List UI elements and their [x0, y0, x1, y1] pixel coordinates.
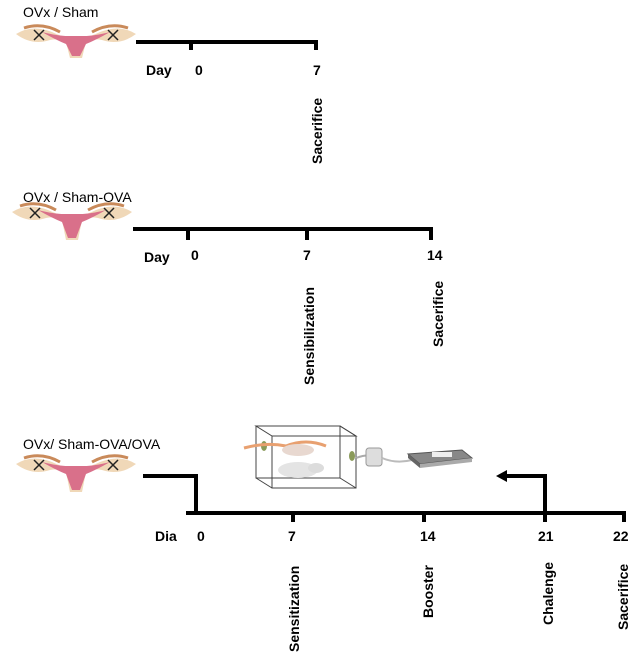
tick-label: 0 [197, 528, 205, 544]
event-label: Sensitization [286, 565, 302, 652]
tick-label: 14 [420, 528, 436, 544]
event-label: Sacerifice [615, 563, 631, 630]
group-label: OVx/ Sham-OVA/OVA [23, 436, 161, 452]
uterus-ovaries-icon [12, 202, 132, 240]
uterus-ovaries-icon [16, 24, 136, 58]
event-label: Booster [420, 565, 436, 618]
challenge-riser [505, 474, 547, 513]
tick-label: 0 [191, 247, 199, 263]
tick-label: 7 [288, 528, 296, 544]
event-label: Sensibilization [301, 286, 317, 385]
event-label: Sacerifice [430, 280, 446, 347]
axis-label: Dia [155, 528, 177, 544]
axis-label: Day [144, 249, 170, 265]
tick-label: 7 [313, 62, 321, 78]
tick-label: 14 [427, 247, 443, 263]
tick-label: 7 [303, 247, 311, 263]
tick-label: 0 [195, 62, 203, 78]
tick-label: 21 [538, 528, 554, 544]
nebulizer-icon [243, 425, 474, 489]
event-label: Chalenge [540, 561, 556, 625]
tick-label: 22 [613, 528, 629, 544]
challenge-arrowhead [496, 470, 507, 482]
uterus-ovaries-icon [16, 454, 136, 492]
group-label: OVx / Sham-OVA [23, 189, 132, 205]
axis-label: Day [146, 62, 172, 78]
event-label: Sacerifice [309, 97, 325, 164]
timeline-connector-3 [143, 474, 198, 513]
group-label: OVx / Sham [23, 4, 99, 20]
